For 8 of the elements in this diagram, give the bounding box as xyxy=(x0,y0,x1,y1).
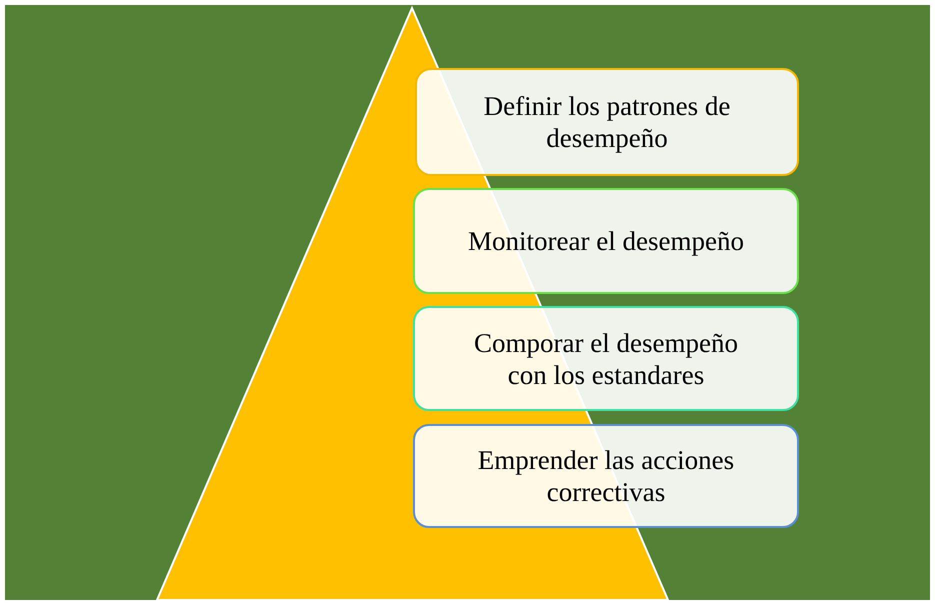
step-box xyxy=(413,188,799,294)
step-text: Monitorear el desempeño xyxy=(468,225,744,257)
step-text: Comporar el desempeño con los estandares xyxy=(473,326,739,390)
step-text: Emprender las acciones correctivas xyxy=(476,444,736,508)
step-text: Definir los patrones de desempeño xyxy=(482,90,732,154)
step-box xyxy=(415,68,799,176)
step-box xyxy=(413,424,799,528)
step-box xyxy=(413,306,799,411)
